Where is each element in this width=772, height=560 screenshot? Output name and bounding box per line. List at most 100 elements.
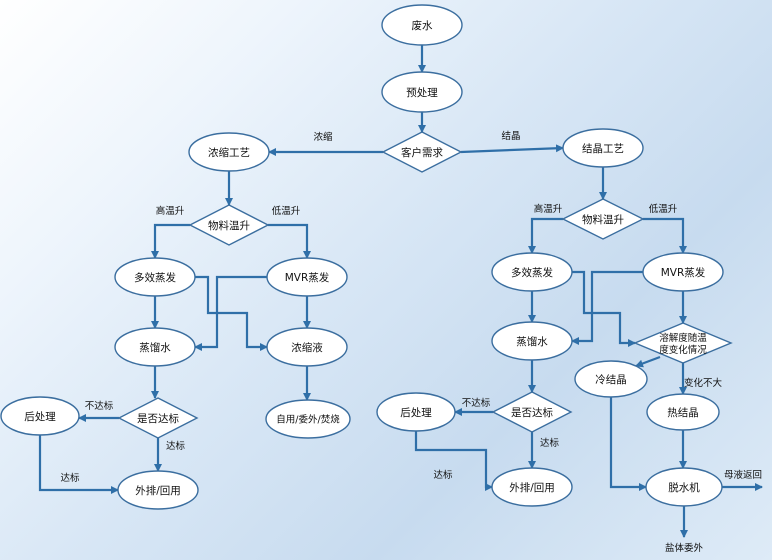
node-label: MVR蒸发 — [285, 271, 330, 284]
node-label: 浓缩液 — [291, 341, 323, 354]
edge-label-lbl-fail-r: 不达标 — [462, 397, 491, 409]
node-post-r: 后处理 — [376, 392, 456, 432]
edge-post_r-to-discharge_r — [414, 431, 493, 491]
process-ellipse — [0, 396, 80, 436]
edge-label-lbl-pass-r: 达标 — [540, 437, 560, 449]
node-meet-std-l: 是否达标 — [117, 397, 199, 439]
edge-label-lbl-salt: 盐体委外 — [665, 542, 704, 554]
edge-label-lbl-low-l: 低温升 — [272, 205, 301, 217]
process-ellipse — [266, 257, 348, 297]
process-ellipse — [491, 467, 573, 507]
node-distill-l: 蒸馏水 — [114, 327, 196, 367]
edge-label-lbl-small-change: 变化不大 — [684, 377, 723, 389]
edge-label-lbl-mother: 母液返回 — [724, 469, 762, 481]
node-mvr-r: MVR蒸发 — [642, 252, 724, 292]
node-discharge-r: 外排/回用 — [491, 467, 573, 507]
node-label: 自用/委外/焚烧 — [276, 413, 340, 425]
node-label: 客户需求 — [401, 146, 443, 159]
node-cool-cryst: 冷结晶 — [574, 360, 648, 398]
edge-cool_cryst-to-dewater — [609, 397, 647, 491]
node-label: 结晶工艺 — [582, 142, 624, 155]
edge-post_l-to-discharge_l — [38, 435, 119, 494]
node-label: 后处理 — [24, 411, 56, 423]
process-ellipse — [114, 257, 196, 297]
edge-label-lbl-pass-post-r: 达标 — [433, 469, 453, 481]
process-ellipse — [376, 392, 456, 432]
node-solubility: 溶解度随温度变化情况 — [633, 322, 733, 364]
edge-temp_rise_r-to-mvr_r — [643, 217, 687, 254]
edge-mvr_r-to-distill_r — [571, 270, 643, 345]
edge-temp_rise_l-to-multi_evap_l — [151, 223, 190, 259]
process-ellipse — [266, 327, 348, 367]
decision-diamond — [561, 198, 645, 240]
node-label: 热结晶 — [667, 406, 699, 419]
process-ellipse — [117, 470, 199, 510]
process-ellipse — [381, 71, 463, 113]
edge-temp_rise_l-to-mvr_l — [268, 223, 311, 259]
process-ellipse — [646, 393, 720, 431]
decision-diamond — [381, 131, 463, 173]
process-ellipse — [491, 321, 573, 361]
node-multi-evap-l: 多效蒸发 — [114, 257, 196, 297]
edge-label-lbl-cryst: 结晶 — [501, 130, 520, 142]
node-label: 蒸馏水 — [139, 341, 171, 354]
node-label: 是否达标 — [137, 413, 179, 425]
process-ellipse — [491, 252, 573, 292]
node-label: 蒸馏水 — [516, 335, 548, 348]
decision-diamond — [491, 391, 573, 433]
node-distill-r: 蒸馏水 — [491, 321, 573, 361]
edge-labels-layer: 浓缩结晶高温升低温升不达标达标达标高温升低温升变化不大不达标达标达标母液返回盐体… — [60, 130, 762, 554]
edge-temp_rise_r-to-multi_evap_r — [528, 217, 563, 254]
process-ellipse — [562, 128, 644, 168]
edge-label-lbl-fail-l: 不达标 — [85, 400, 114, 412]
process-ellipse — [265, 399, 351, 439]
decision-diamond — [633, 322, 733, 364]
node-label: 是否达标 — [511, 407, 553, 419]
node-self-use: 自用/委外/焚烧 — [265, 399, 351, 439]
node-meet-std-r: 是否达标 — [491, 391, 573, 433]
edge-label-lbl-pass-post-l: 达标 — [60, 472, 80, 484]
edge-label-lbl-pass-l: 达标 — [166, 440, 186, 452]
node-label: MVR蒸发 — [661, 266, 706, 279]
node-label: 外排/回用 — [509, 481, 555, 494]
node-waste-water: 废水 — [381, 4, 463, 46]
node-discharge-l: 外排/回用 — [117, 470, 199, 510]
node-label: 脱水机 — [668, 481, 700, 494]
node-label: 浓缩工艺 — [208, 146, 250, 159]
node-label: 预处理 — [406, 87, 438, 99]
node-label: 溶解度随温度变化情况 — [659, 332, 707, 356]
edge-solubility-to-cool_cryst — [635, 355, 661, 368]
node-label: 后处理 — [400, 407, 432, 419]
node-label: 冷结晶 — [595, 373, 627, 386]
process-ellipse — [642, 252, 724, 292]
node-label: 外排/回用 — [135, 484, 181, 497]
process-ellipse — [645, 467, 723, 507]
node-post-l: 后处理 — [0, 396, 80, 436]
node-hot-cryst: 热结晶 — [646, 393, 720, 431]
process-ellipse — [114, 327, 196, 367]
process-ellipse — [574, 360, 648, 398]
node-dewater: 脱水机 — [645, 467, 723, 507]
decision-diamond — [117, 397, 199, 439]
node-multi-evap-r: 多效蒸发 — [491, 252, 573, 292]
edge-mvr_l-to-distill_l — [194, 275, 267, 351]
node-temp-rise-r: 物料温升 — [561, 198, 645, 240]
edge-label-lbl-high-r: 高温升 — [534, 203, 563, 215]
node-conc-liquid: 浓缩液 — [266, 327, 348, 367]
node-conc-proc: 浓缩工艺 — [188, 132, 270, 172]
node-client-req: 客户需求 — [381, 131, 463, 173]
node-mvr-l: MVR蒸发 — [266, 257, 348, 297]
node-label: 物料温升 — [582, 213, 624, 226]
node-pretreat: 预处理 — [381, 71, 463, 113]
edges-layer — [38, 45, 763, 538]
node-temp-rise-l: 物料温升 — [188, 204, 270, 246]
edge-multi_evap_r-to-solubility — [572, 270, 636, 347]
node-label: 多效蒸发 — [511, 266, 553, 279]
edge-label-lbl-conc: 浓缩 — [313, 131, 333, 143]
edge-client_req-to-cryst_proc — [460, 144, 564, 154]
node-cryst-proc: 结晶工艺 — [562, 128, 644, 168]
decision-diamond — [188, 204, 270, 246]
node-label: 废水 — [412, 19, 433, 32]
